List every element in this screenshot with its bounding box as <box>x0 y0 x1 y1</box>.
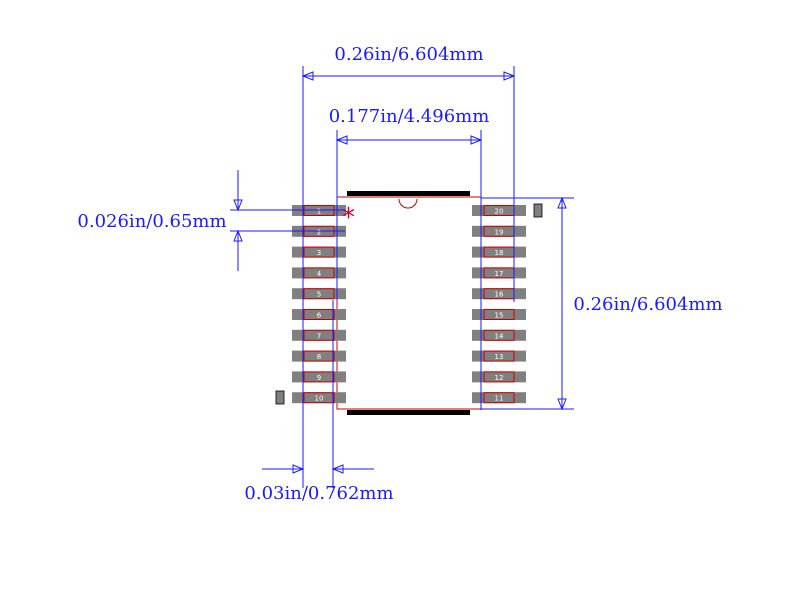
right-pin-number: 12 <box>495 374 504 382</box>
right-pad-column: 20 19 18 17 16 15 14 13 12 11 <box>472 205 526 404</box>
right-pin-number: 16 <box>495 291 504 299</box>
label-overall-height: 0.26in/6.604mm <box>573 294 722 315</box>
left-pin-number: 6 <box>317 312 322 320</box>
label-pad-width: 0.03in/0.762mm <box>244 483 393 504</box>
right-pin-number: 18 <box>495 249 504 257</box>
silkscreen-bottom-bar <box>347 410 470 415</box>
right-pad-outline-15 <box>483 309 515 320</box>
right-pad-13 <box>472 350 526 362</box>
left-pad-column: 1 2 3 4 5 6 7 8 9 10 <box>292 205 346 404</box>
right-pad-outline-14 <box>483 329 515 341</box>
right-pad-outline-13 <box>483 350 515 362</box>
right-pin-number: 20 <box>495 208 504 216</box>
pin1-notch <box>398 198 418 209</box>
right-pad-14 <box>472 329 526 341</box>
right-pad-outline-12 <box>483 371 515 383</box>
right-pin-number: 11 <box>495 395 504 403</box>
left-pin-number: 8 <box>317 353 321 361</box>
left-pin-number: 1 <box>317 208 321 216</box>
label-pitch: 0.026in/0.65mm <box>77 211 226 232</box>
fiducial-marker-right <box>533 203 543 218</box>
right-pad-20 <box>472 205 526 216</box>
right-pad-19 <box>472 225 526 237</box>
right-pad-16 <box>472 288 526 300</box>
left-pad-4 <box>292 267 346 279</box>
left-pad-outline-8 <box>303 350 335 362</box>
fiducial-marker-left <box>275 390 285 405</box>
left-pad-9 <box>292 371 346 383</box>
right-pin-number: 13 <box>495 353 504 361</box>
left-pad-outline-10 <box>303 392 335 404</box>
right-pin-number: 14 <box>495 332 504 340</box>
right-pad-12 <box>472 371 526 383</box>
left-pin-number: 10 <box>315 395 324 403</box>
silkscreen-top-bar <box>347 191 470 196</box>
right-pad-11 <box>472 392 526 404</box>
right-pad-15 <box>472 309 526 320</box>
left-pad-3 <box>292 246 346 258</box>
right-pad-outline-11 <box>483 392 515 404</box>
left-pad-5 <box>292 288 346 300</box>
left-pin-number: 4 <box>317 270 322 278</box>
left-pad-8 <box>292 350 346 362</box>
left-pad-7 <box>292 329 346 341</box>
label-body-width: 0.177in/4.496mm <box>329 106 490 127</box>
left-pad-outline-4 <box>303 267 335 279</box>
left-pin-number: 9 <box>317 374 321 382</box>
left-pad-6 <box>292 309 346 320</box>
left-pad-outline-9 <box>303 371 335 383</box>
left-pad-outline-5 <box>303 288 335 300</box>
dimension-lines <box>230 66 574 488</box>
right-pin-number: 15 <box>495 312 504 320</box>
left-pin-number: 5 <box>317 291 321 299</box>
right-pin-number: 17 <box>495 270 504 278</box>
arrowheads <box>233 71 567 474</box>
package-body-outline <box>336 196 482 410</box>
pin1-asterisk-icon: * <box>342 203 355 233</box>
left-pad-10 <box>292 392 346 404</box>
left-pad-outline-7 <box>303 329 335 341</box>
label-overall-width: 0.26in/6.604mm <box>334 44 483 65</box>
left-pin-number: 3 <box>317 249 321 257</box>
right-pad-17 <box>472 267 526 279</box>
right-pad-18 <box>472 246 526 258</box>
left-pad-outline-3 <box>303 246 335 258</box>
left-pin-number: 2 <box>317 228 321 236</box>
left-pin-number: 7 <box>317 332 321 340</box>
left-pad-outline-6 <box>303 309 335 320</box>
right-pin-number: 19 <box>495 228 504 236</box>
